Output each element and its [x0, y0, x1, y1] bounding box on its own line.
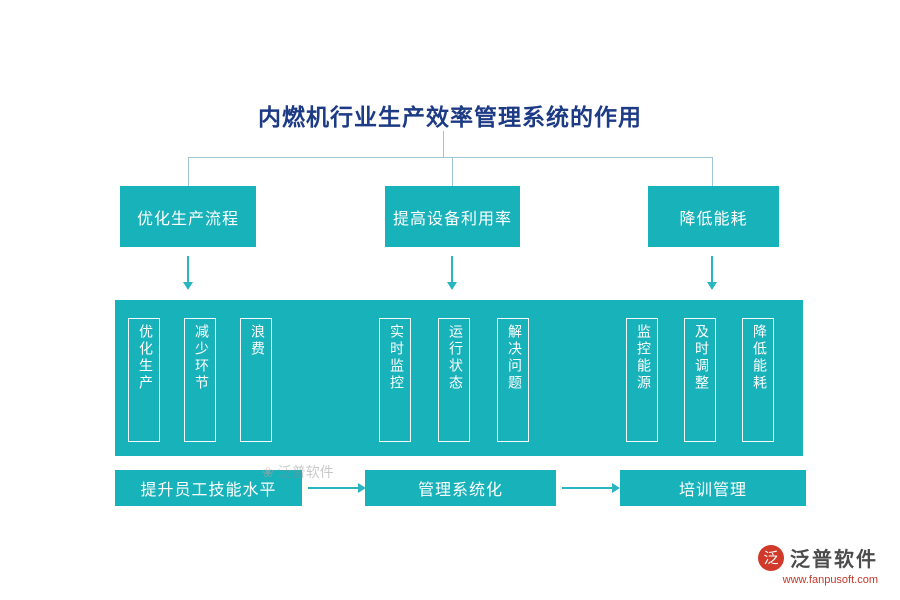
connector-stub-left [188, 157, 189, 186]
right-arrow-icon [562, 483, 620, 493]
bottom-box-skill-level: 提升员工技能水平 [115, 470, 302, 506]
top-box-reduce-energy: 降低能耗 [648, 186, 779, 247]
down-arrow-icon [707, 256, 717, 290]
band-item-optimize-production: 优化生产 [128, 318, 160, 442]
band-item-running-status: 运行状态 [438, 318, 470, 442]
bottom-box-systematize: 管理系统化 [365, 470, 556, 506]
band-item-label: 解决问题 [506, 324, 521, 392]
logo-url: www.fanpusoft.com [782, 574, 878, 586]
band-item-monitor-energy: 监控能源 [626, 318, 658, 442]
band-item-label: 浪费 [249, 324, 264, 358]
bottom-box-training: 培训管理 [620, 470, 806, 506]
fanpu-logo: 泛 泛普软件 www.fanpusoft.com [758, 543, 878, 586]
connector-title-stub [443, 131, 444, 157]
band-item-reduce-steps: 减少环节 [184, 318, 216, 442]
page-title: 内燃机行业生产效率管理系统的作用 [258, 105, 642, 130]
band-item-label: 实时监控 [388, 324, 403, 392]
fanpu-mark-icon: ❀ [262, 463, 274, 480]
band-item-lower-energy: 降低能耗 [742, 318, 774, 442]
band-item-solve-problems: 解决问题 [497, 318, 529, 442]
down-arrow-icon [183, 256, 193, 290]
watermark-text: 泛普软件 [277, 464, 334, 480]
band-item-label: 减少环节 [193, 324, 208, 392]
logo-icon-glyph: 泛 [763, 550, 779, 567]
band-item-label: 降低能耗 [751, 324, 766, 392]
bottom-box-label: 培训管理 [678, 482, 747, 499]
band-item-waste: 浪费 [240, 318, 272, 442]
logo-name: 泛普软件 [790, 549, 878, 571]
connector-stub-right [712, 157, 713, 186]
watermark: ❀ 泛普软件 [262, 462, 334, 482]
band-item-timely-adjust: 及时调整 [684, 318, 716, 442]
band-item-label: 监控能源 [635, 324, 650, 392]
band-item-label: 优化生产 [137, 324, 152, 392]
right-arrow-icon [308, 483, 366, 493]
top-box-label: 优化生产流程 [136, 210, 239, 228]
detail-band [115, 300, 803, 456]
top-box-label: 提高设备利用率 [392, 210, 512, 228]
band-item-realtime-monitor: 实时监控 [379, 318, 411, 442]
bottom-box-label: 提升员工技能水平 [140, 482, 277, 499]
connector-stub-center [452, 157, 453, 186]
connector-horizontal [188, 157, 713, 158]
band-item-label: 及时调整 [693, 324, 708, 392]
top-box-optimize-process: 优化生产流程 [120, 186, 256, 247]
top-box-equipment-utilization: 提高设备利用率 [385, 186, 520, 247]
top-box-label: 降低能耗 [679, 210, 748, 228]
bottom-box-label: 管理系统化 [417, 482, 503, 499]
down-arrow-icon [447, 256, 457, 290]
band-item-label: 运行状态 [447, 324, 462, 392]
fanpu-logo-icon: 泛 [758, 544, 784, 571]
